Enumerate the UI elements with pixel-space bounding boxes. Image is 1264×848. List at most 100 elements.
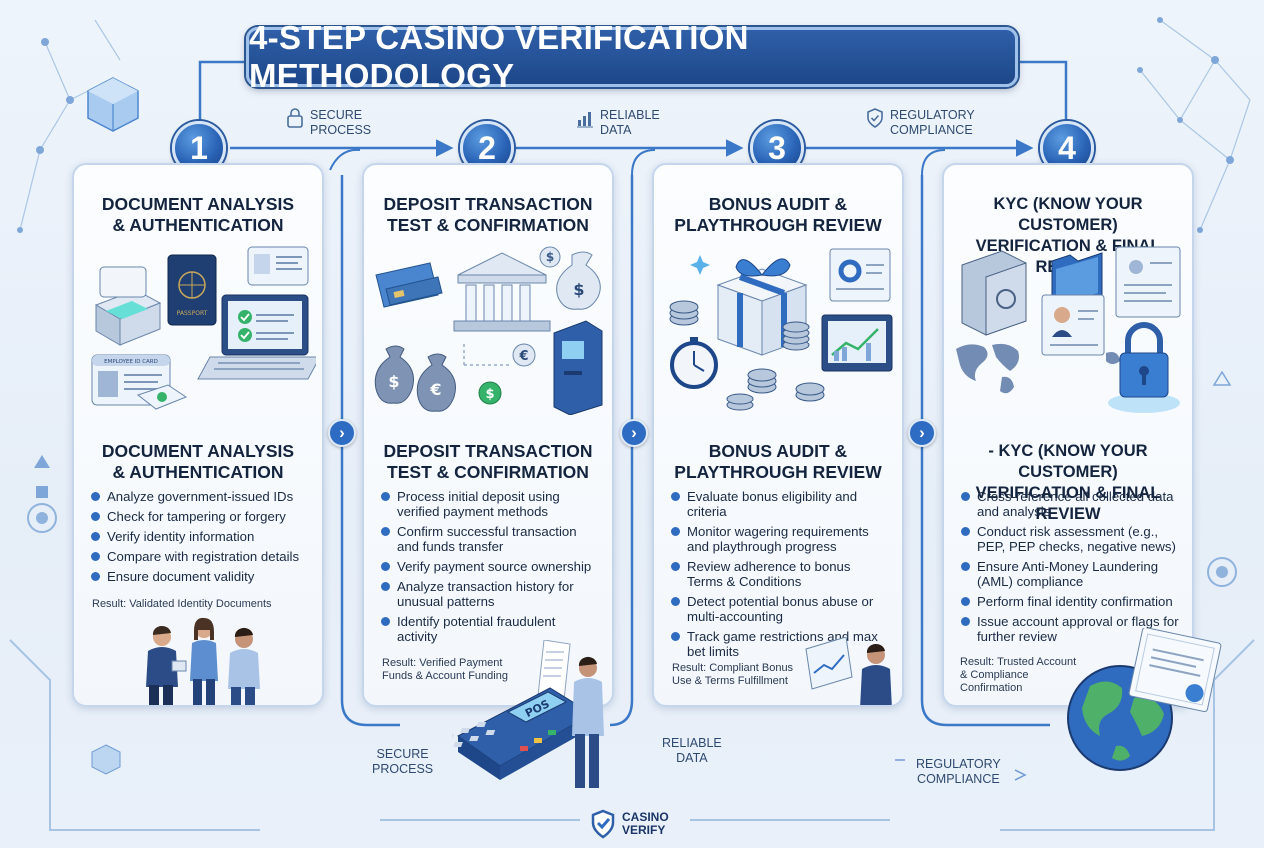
connector-bottom-line2: PROCESS <box>372 762 434 776</box>
next-step-arrow-1: › <box>328 419 356 447</box>
person-icon <box>228 627 260 705</box>
svg-text:EMPLOYEE ID CARD: EMPLOYEE ID CARD <box>104 359 158 365</box>
next-step-arrow-2: › <box>620 419 648 447</box>
list-item: Check for tampering or forgery <box>90 509 314 524</box>
connector-bottom-line1: SECURE <box>376 747 429 761</box>
connector-top-line2: DATA <box>600 123 632 137</box>
list-item: Compare with registration details <box>90 549 314 564</box>
logo-line2: VERIFY <box>622 823 666 837</box>
list-item: Ensure document validity <box>90 569 314 584</box>
world-map-icon <box>956 343 1120 394</box>
card-heading-top: DOCUMENT ANALYSIS& AUTHENTICATION <box>101 194 295 235</box>
casino-chips-icon <box>669 300 825 411</box>
step-card-3: BONUS AUDIT &PLAYTHROUGH REVIEW <box>652 163 904 707</box>
pos-terminal-illustration: POS <box>452 640 604 788</box>
svg-text:€: € <box>429 380 441 399</box>
laptop-check-icon <box>197 294 316 380</box>
person-icon <box>190 617 218 705</box>
padlock-icon <box>1108 322 1180 413</box>
next-step-arrow-3: › <box>908 419 936 447</box>
analyst-illustration <box>805 637 892 705</box>
svg-text:€: € <box>518 349 528 364</box>
credit-card-icon <box>375 262 443 308</box>
connector-top-line1: RELIABLE <box>600 108 660 122</box>
list-item: Perform final identity confirmation <box>960 594 1184 609</box>
person-icon <box>860 643 892 705</box>
svg-text:$: $ <box>485 387 494 402</box>
deposit-illustration: $ $ $ € € $ <box>374 246 603 415</box>
atm-icon <box>553 320 603 415</box>
passport-icon: PASSPORT <box>167 254 217 326</box>
list-item: Ensure Anti-Money Laundering(AML) compli… <box>960 559 1184 589</box>
card-heading-bottom: BONUS AUDIT &PLAYTHROUGH REVIEW <box>674 441 882 482</box>
svg-text:$: $ <box>573 280 584 299</box>
bonus-illustration <box>669 248 893 411</box>
connector-top-line1: REGULATORY <box>890 108 975 122</box>
shield-check-icon <box>591 809 615 839</box>
id-card-icon: EMPLOYEE ID CARD <box>91 354 171 406</box>
connector-top-line2: PROCESS <box>310 123 372 137</box>
lock-icon <box>287 108 303 128</box>
step-card-4: KYC (KNOW YOUR CUSTOMER)VERIFICATION & F… <box>942 163 1194 707</box>
connector-bottom-line1: RELIABLE <box>662 736 722 750</box>
checklist: Analyze government-issued IDs Check for … <box>90 489 314 589</box>
step-card-1: DOCUMENT ANALYSIS& AUTHENTICATION PASSPO… <box>72 163 324 707</box>
card-heading-top: BONUS AUDIT &PLAYTHROUGH REVIEW <box>674 194 882 235</box>
person-icon <box>146 625 187 705</box>
list-item: Analyze government-issued IDs <box>90 489 314 504</box>
bank-icon <box>453 252 551 332</box>
card-heading-bottom: DOCUMENT ANALYSIS& AUTHENTICATION <box>101 441 295 482</box>
safe-icon <box>961 250 1027 336</box>
connector-bottom-line1: REGULATORY <box>916 757 1001 771</box>
gift-box-icon <box>716 258 808 356</box>
shield-check-icon <box>867 108 883 128</box>
globe-certificate-illustration <box>1067 628 1222 771</box>
bar-chart-icon <box>577 112 593 128</box>
profile-card-icon <box>1041 294 1105 356</box>
svg-text:PASSPORT: PASSPORT <box>177 310 208 317</box>
stopwatch-icon <box>670 337 718 389</box>
scanner-icon <box>94 266 162 346</box>
analytics-monitor-icon <box>821 248 893 372</box>
team-illustration <box>146 617 260 705</box>
money-bag-icon: $ $ $ € € $ <box>374 246 601 412</box>
person-icon <box>572 656 604 788</box>
list-item: Conduct risk assessment (e.g.,PEP, PEP c… <box>960 524 1184 554</box>
svg-text:$: $ <box>546 250 554 264</box>
connector-top-line1: SECURE <box>310 108 363 122</box>
list-item: Verify identity information <box>90 529 314 544</box>
result-text: Result: Validated Identity Documents <box>92 598 272 610</box>
page-title: 4-STEP CASINO VERIFICATION METHODOLOGY <box>246 19 1018 94</box>
connector-top-line2: COMPLIANCE <box>890 123 973 137</box>
kyc-illustration <box>956 246 1181 413</box>
svg-text:$: $ <box>388 372 399 391</box>
connector-bottom-line2: COMPLIANCE <box>917 772 1000 786</box>
